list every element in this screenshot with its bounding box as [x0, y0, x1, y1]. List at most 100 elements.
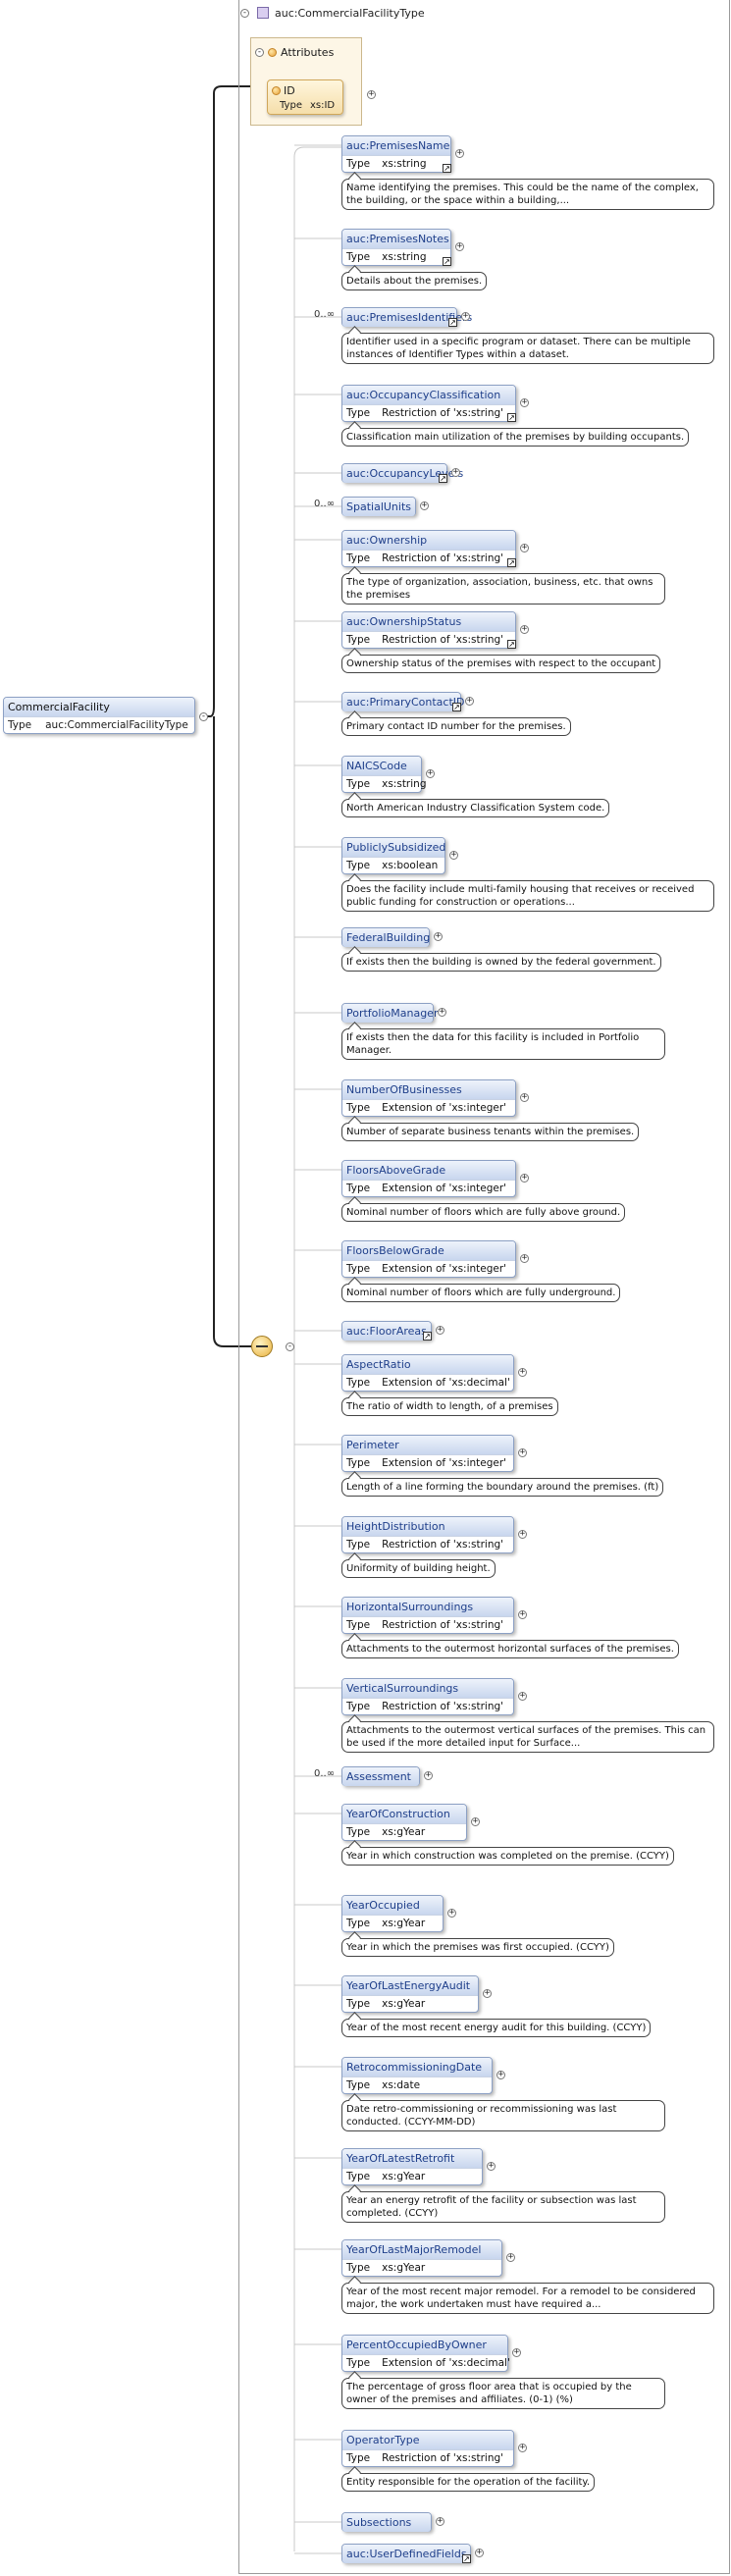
element-expand-toggle[interactable]: +	[506, 2252, 515, 2262]
element-box[interactable]: auc:FloorAreas↗	[341, 1321, 432, 1341]
element-name: RetrocommissioningDate	[342, 2058, 492, 2077]
element-expand-toggle[interactable]: +	[455, 148, 464, 158]
element-expand-toggle[interactable]: +	[465, 696, 474, 706]
element-type-value: xs:string	[382, 778, 427, 790]
element-expand-toggle[interactable]: +	[461, 311, 470, 321]
attribute-expand-toggle[interactable]: +	[367, 89, 376, 99]
root-collapse-toggle[interactable]: -	[199, 711, 208, 721]
element-box[interactable]: auc:UserDefinedFields↗	[341, 2544, 471, 2563]
element-expand-toggle[interactable]: +	[455, 241, 464, 251]
element-box[interactable]: auc:PrimaryContactID↗	[341, 692, 464, 711]
element-type-value: xs:gYear	[382, 2171, 426, 2182]
element-expand-toggle[interactable]: +	[436, 2516, 444, 2526]
element-box[interactable]: Assessment	[341, 1766, 420, 1786]
element-expand-toggle[interactable]: +	[426, 768, 435, 778]
element-expand-toggle[interactable]: +	[512, 2347, 521, 2357]
attributes-collapse-toggle[interactable]: -	[255, 47, 264, 57]
reference-arrow-icon: ↗	[507, 558, 516, 567]
element-name: auc:PremisesNotes	[342, 230, 450, 248]
element-expand-toggle[interactable]: +	[449, 850, 458, 860]
cardinality-label: 0..∞	[314, 1768, 336, 1779]
element-type-label: Type	[346, 778, 371, 790]
element-name: auc:PremisesName	[342, 136, 450, 155]
element-box[interactable]: SpatialUnits	[341, 497, 416, 516]
sequence-compositor-icon[interactable]	[251, 1336, 273, 1357]
attribute-type-label: Type	[280, 100, 302, 111]
element-expand-toggle[interactable]: +	[520, 543, 529, 552]
element-type-label: Type	[346, 1918, 371, 1929]
element-type-value: Extension of 'xs:integer'	[382, 1263, 507, 1275]
element-expand-toggle[interactable]: +	[436, 1325, 444, 1335]
element-expand-toggle[interactable]: +	[471, 1816, 480, 1826]
element-expand-toggle[interactable]: +	[483, 1988, 492, 1998]
element-type-value: xs:gYear	[382, 1998, 426, 2010]
element-expand-toggle[interactable]: +	[518, 2443, 527, 2452]
element-expand-toggle[interactable]: +	[420, 500, 429, 510]
element-expand-toggle[interactable]: +	[520, 397, 529, 407]
element-expand-toggle[interactable]: +	[434, 931, 443, 941]
element-expand-toggle[interactable]: +	[447, 1908, 456, 1918]
element-expand-toggle[interactable]: +	[518, 1609, 527, 1619]
element-expand-toggle[interactable]: +	[438, 1007, 446, 1017]
element-expand-toggle[interactable]: +	[475, 2548, 484, 2557]
element-box[interactable]: auc:PremisesIdentifiers↗	[341, 307, 472, 327]
element-expand-toggle[interactable]: +	[451, 467, 460, 477]
element-type-row: Type xs:string	[342, 775, 427, 793]
element-documentation: Uniformity of building height.	[341, 1559, 496, 1578]
element-box[interactable]: PortfolioManager	[341, 1003, 438, 1023]
element-expand-toggle[interactable]: +	[487, 2161, 496, 2171]
element-type-value: Restriction of 'xs:string'	[382, 407, 504, 419]
element-expand-toggle[interactable]: +	[520, 1092, 529, 1102]
attributes-label: Attributes	[281, 46, 335, 59]
element-box[interactable]: FederalBuilding	[341, 927, 430, 947]
element-documentation: Details about the premises.	[341, 272, 488, 290]
element-expand-toggle[interactable]: +	[518, 1447, 527, 1457]
element-expand-toggle[interactable]: +	[424, 1770, 433, 1780]
element-type-label: Type	[346, 407, 371, 419]
sequence-collapse-toggle[interactable]: -	[286, 1341, 294, 1351]
element-box[interactable]: auc:OccupancyLevels↗	[341, 463, 463, 483]
element-expand-toggle[interactable]: +	[518, 1367, 527, 1377]
element-expand-toggle[interactable]: +	[496, 2070, 505, 2079]
element-box[interactable]: Subsections	[341, 2512, 432, 2532]
element-expand-toggle[interactable]: +	[518, 1691, 527, 1701]
element-expand-toggle[interactable]: +	[520, 1253, 529, 1263]
element-type-label: Type	[346, 1998, 371, 2010]
collapse-toggle[interactable]: -	[240, 7, 249, 18]
element-expand-toggle[interactable]: +	[518, 1529, 527, 1539]
element-expand-toggle[interactable]: +	[520, 624, 529, 634]
element-expand-toggle[interactable]: +	[520, 1173, 529, 1183]
element-documentation: North American Industry Classification S…	[341, 799, 610, 817]
